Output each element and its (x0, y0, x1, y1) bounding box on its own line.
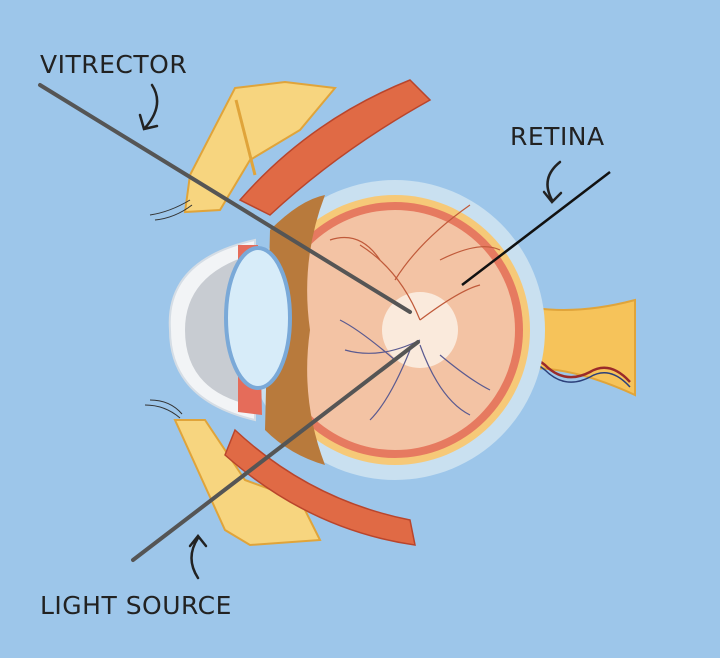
optic-disc (382, 292, 458, 368)
light-source-instrument (131, 340, 420, 562)
lens (224, 246, 292, 390)
lower-orbital-bone (173, 419, 322, 547)
arrow-icon (138, 83, 563, 580)
retina-pointer (461, 171, 611, 286)
retina-label: RETINA (510, 122, 605, 151)
retinal-vessels (329, 204, 501, 421)
ciliary-body (265, 195, 325, 465)
light-source-label: LIGHT SOURCE (40, 591, 232, 620)
eyelashes (144, 199, 193, 419)
upper-muscle (238, 79, 432, 216)
vitrector-instrument (38, 83, 412, 314)
lower-muscle (224, 428, 416, 546)
vitrector-label: VITRECTOR (40, 50, 188, 79)
